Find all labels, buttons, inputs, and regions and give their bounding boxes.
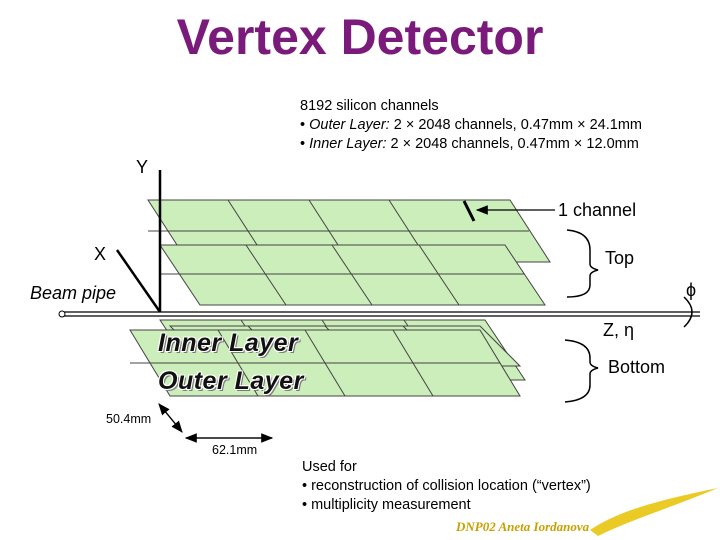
used-for-heading: Used for	[302, 459, 357, 475]
detector-specs: 8192 silicon channels • Outer Layer: 2 ×…	[300, 97, 642, 154]
specs-channel-count: 8192 silicon channels	[300, 98, 439, 114]
dim-504-arrow-back	[158, 403, 183, 433]
bottom-front-layer	[129, 329, 521, 397]
one-channel-label: 1 channel	[558, 200, 637, 220]
inner-layer-label: Inner Layer	[158, 329, 299, 357]
top-bracket	[566, 229, 599, 298]
top-label: Top	[605, 248, 635, 268]
dimension-62-1mm: 62.1mm	[212, 443, 258, 457]
bottom-bracket	[564, 339, 599, 403]
beam-pipe	[58, 310, 700, 318]
single-channel-mark	[462, 200, 476, 222]
y-axis-label: Y	[136, 157, 149, 177]
top-inner-layer	[159, 244, 546, 306]
phi-label: ϕ	[686, 280, 697, 300]
outer-layer-label: Outer Layer	[158, 367, 304, 395]
decorative-swoosh	[590, 488, 718, 536]
beam-pipe-label: Beam pipe	[30, 283, 117, 303]
page-title: Vertex Detector	[176, 9, 544, 65]
bottom-label: Bottom	[608, 357, 666, 377]
x-axis	[115, 249, 162, 313]
used-for-item-vertex: • reconstruction of collision location (…	[302, 478, 591, 494]
footer-credit: DNP02 Aneta Iordanova	[456, 519, 590, 534]
phi-rotation-arc	[683, 296, 693, 328]
specs-inner-layer: • Inner Layer: 2 × 2048 channels, 0.47mm…	[300, 136, 639, 152]
used-for-item-multiplicity: • multiplicity measurement	[302, 497, 471, 513]
dimension-50-4mm: 50.4mm	[106, 412, 152, 426]
specs-outer-layer: • Outer Layer: 2 × 2048 channels, 0.47mm…	[300, 117, 642, 133]
z-eta-label: Z, η	[603, 320, 635, 340]
used-for-section: Used for • reconstruction of collision l…	[302, 458, 591, 515]
x-axis-label: X	[94, 244, 107, 264]
